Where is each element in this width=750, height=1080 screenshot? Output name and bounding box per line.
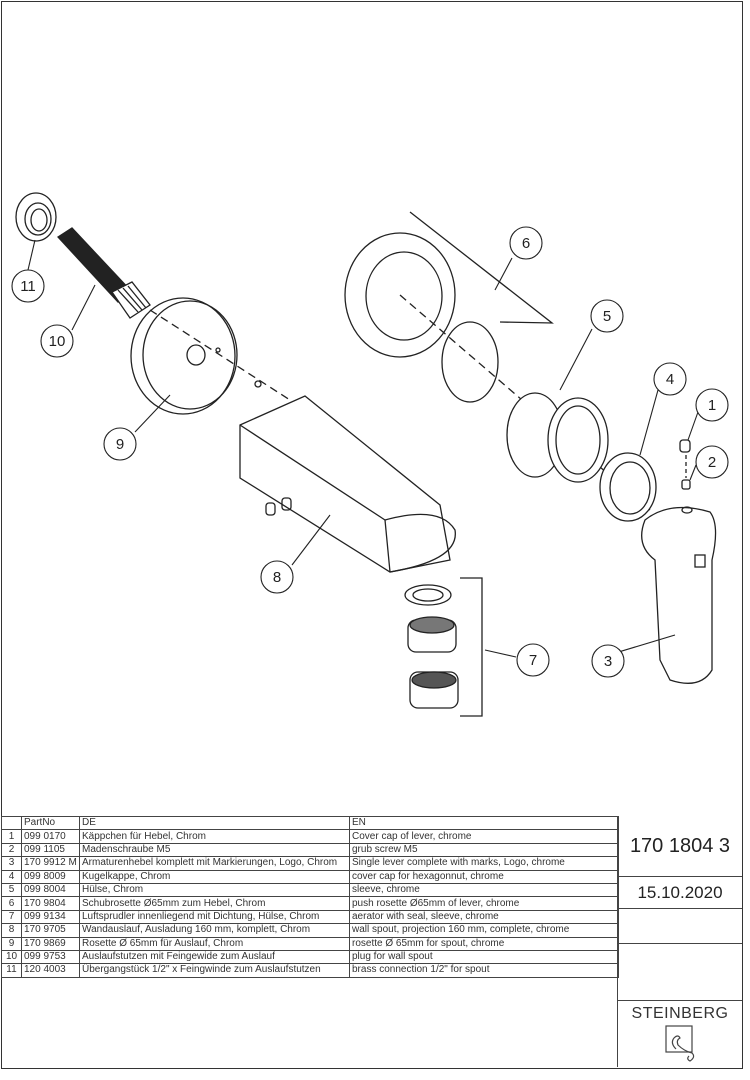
part-7-aerator [404, 577, 483, 717]
callout-4: 4 [666, 371, 674, 388]
exploded-view-drawing: 1 2 3 4 5 6 7 8 9 10 11 [11, 192, 729, 717]
callout-2: 2 [708, 454, 716, 471]
part-number: 170 9869 [21, 936, 80, 951]
part-number: 170 9705 [21, 923, 80, 938]
document-date: 15.10.2020 [617, 877, 742, 909]
part-number: 099 9134 [21, 909, 80, 925]
description-en: Cover cap of lever, chrome [349, 829, 619, 844]
header-no [1, 815, 22, 831]
part-3-lever [641, 506, 717, 684]
callout-10: 10 [49, 333, 66, 350]
description-en: aerator with seal, sleeve, chrome [349, 909, 619, 925]
part-number-index: 2 [1, 842, 22, 858]
part-number: 099 9753 [21, 949, 80, 965]
description-de: Madenschraube M5 [79, 842, 350, 858]
part-number-index: 8 [1, 923, 22, 938]
part-10-plug [56, 227, 151, 319]
description-de: Auslaufstutzen mit Feingewide zum Auslau… [79, 949, 350, 965]
part-number: 099 0170 [21, 829, 80, 844]
description-de: Schubrosette Ø65mm zum Hebel, Chrom [79, 896, 350, 911]
brand-name: STEINBERG [631, 1005, 729, 1022]
description-en: push rosette Ø65mm of lever, chrome [349, 896, 619, 911]
title-block-empty-cell [617, 944, 742, 1001]
description-de: Rosette Ø 65mm für Auslauf, Chrom [79, 936, 350, 951]
callout-7: 7 [529, 652, 537, 669]
callout-1: 1 [708, 397, 716, 414]
description-en: plug for wall spout [349, 949, 619, 965]
table-header-row: PartNo DE EN [1, 815, 619, 831]
description-en: brass connection 1/2" for spout [349, 963, 619, 978]
callout-circles [11, 226, 729, 678]
description-en: wall spout, projection 160 mm, complete,… [349, 923, 619, 938]
description-en: cover cap for hexagonnut, chrome [349, 869, 619, 884]
part-9-rosette [130, 297, 238, 415]
description-en: sleeve, chrome [349, 882, 619, 898]
sheet-border [1, 1, 743, 1069]
description-de: Käppchen für Hebel, Chrom [79, 829, 350, 844]
description-de: Armaturenhebel komplett mit Markierungen… [79, 856, 350, 871]
part-8-wall-spout [239, 380, 456, 573]
part-1-2-cap-screw [679, 439, 691, 490]
description-de: Hülse, Chrom [79, 882, 350, 898]
part-number-index: 9 [1, 936, 22, 951]
description-de: Kugelkappe, Chrom [79, 869, 350, 884]
part-4-cover-cap [599, 452, 657, 522]
callout-5: 5 [603, 308, 611, 325]
brand-block: STEINBERG [617, 1001, 742, 1067]
part-5-sleeve [506, 392, 609, 483]
part-number: 170 9912 M [21, 856, 80, 871]
part-number-index: 6 [1, 896, 22, 911]
description-en: Single lever complete with marks, Logo, … [349, 856, 619, 871]
description-de: Luftsprudler innenliegend mit Dichtung, … [79, 909, 350, 925]
header-en: EN [349, 815, 619, 831]
callout-8: 8 [273, 569, 281, 586]
callout-11: 11 [20, 278, 36, 295]
description-en: rosette Ø 65mm for spout, chrome [349, 936, 619, 951]
header-partno: PartNo [21, 815, 80, 831]
title-block-empty-cell [617, 909, 742, 944]
part-number: 170 9804 [21, 896, 80, 911]
description-de: Wandauslauf, Ausladung 160 mm, komplett,… [79, 923, 350, 938]
callout-3: 3 [604, 653, 612, 670]
document-number: 170 1804 3 [617, 816, 742, 877]
brand-logo-icon [665, 1025, 695, 1062]
part-number-index: 5 [1, 882, 22, 898]
part-number: 120 4003 [21, 963, 80, 978]
part-number-index: 4 [1, 869, 22, 884]
part-number: 099 1105 [21, 842, 80, 858]
part-number-index: 7 [1, 909, 22, 925]
description-de: Übergangstück 1/2" x Feingwinde zum Ausl… [79, 963, 350, 978]
part-number-index: 3 [1, 856, 22, 871]
part-number: 099 8009 [21, 869, 80, 884]
description-en: grub screw M5 [349, 842, 619, 858]
part-11-brass-connection [15, 192, 57, 242]
part-number-index: 1 [1, 829, 22, 844]
part-number-index: 11 [1, 963, 22, 978]
part-number-index: 10 [1, 949, 22, 965]
header-de: DE [79, 815, 350, 831]
part-number: 099 8004 [21, 882, 80, 898]
callout-9: 9 [116, 436, 124, 453]
callout-6: 6 [522, 235, 530, 252]
